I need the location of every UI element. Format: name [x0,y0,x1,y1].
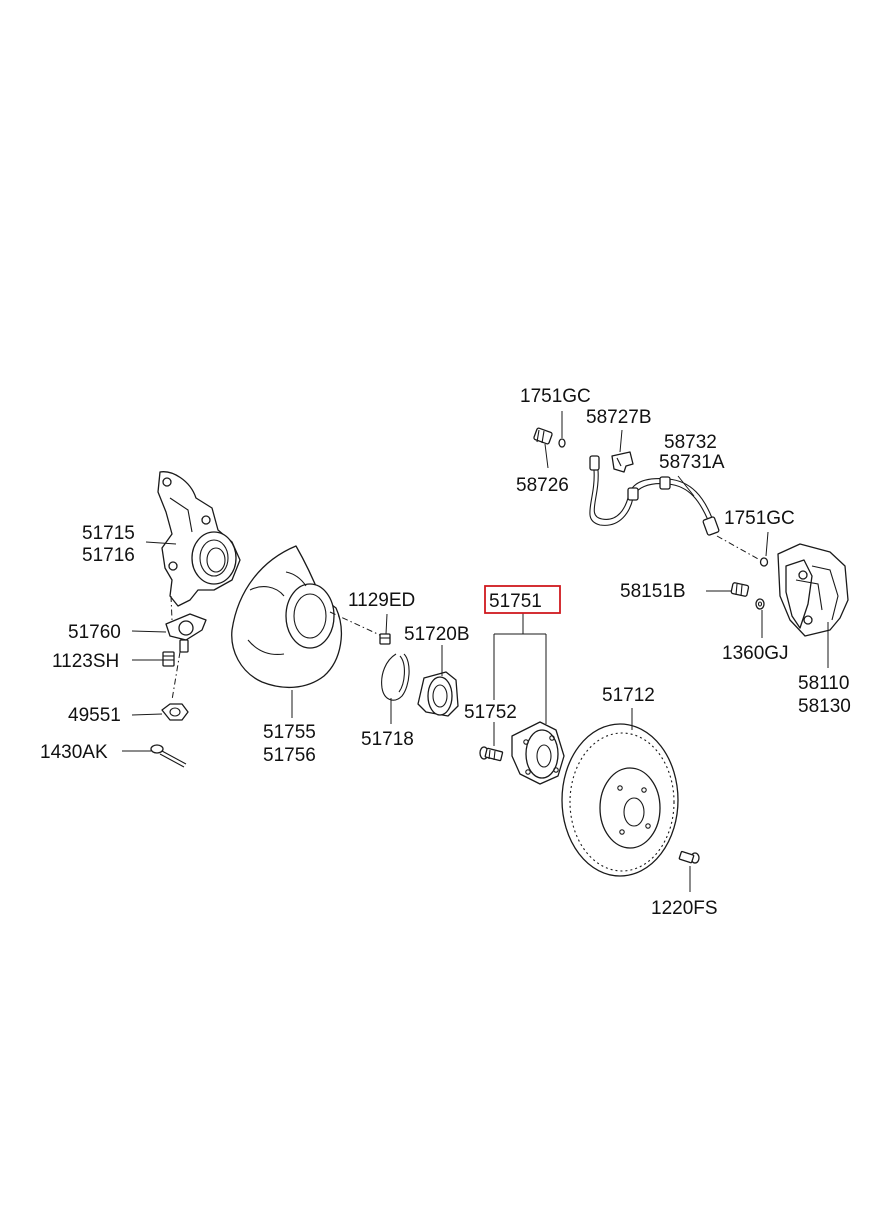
label-1123sh[interactable]: 1123SH [52,651,119,672]
label-49551[interactable]: 49551 [68,705,121,726]
label-58732[interactable]: 58732 [664,432,717,453]
leader-lines [122,411,829,892]
label-51756[interactable]: 51756 [263,745,316,766]
label-51760[interactable]: 51760 [68,622,121,643]
part-51751-wheel-hub[interactable] [511,721,565,785]
part-1751gc-washer-top[interactable] [558,438,566,448]
label-58726[interactable]: 58726 [516,475,569,496]
part-51760-ball-joint[interactable] [165,613,207,653]
part-58731a-brake-hose[interactable] [589,455,720,536]
part-58110-brake-caliper[interactable] [777,543,849,637]
brake-hose-assembly[interactable] [533,427,769,567]
part-1751gc-washer-right[interactable] [759,557,769,567]
part-51720b-wheel-bearing[interactable] [417,671,459,717]
label-1360gj[interactable]: 1360GJ [722,643,789,664]
label-1751gc-top[interactable]: 1751GC [520,386,591,407]
part-58726-bolt[interactable] [533,427,553,445]
label-51716[interactable]: 51716 [82,545,135,566]
label-51715[interactable]: 51715 [82,523,135,544]
part-51712-brake-disc[interactable] [561,723,679,877]
label-51718[interactable]: 51718 [361,729,414,750]
part-1360gj-bleeder[interactable] [755,598,765,610]
label-1129ed[interactable]: 1129ED [348,590,415,611]
label-51751[interactable]: 51751 [489,591,542,612]
part-51755-dust-cover[interactable] [231,545,342,689]
label-1430ak[interactable]: 1430AK [40,742,108,763]
label-58731a[interactable]: 58731A [659,452,725,473]
label-1220fs[interactable]: 1220FS [651,898,718,919]
label-51712[interactable]: 51712 [602,685,655,706]
label-58151b[interactable]: 58151B [620,581,686,602]
label-51720b[interactable]: 51720B [404,624,470,645]
part-1220fs-screw[interactable] [678,850,700,864]
part-51718-snap-ring[interactable] [381,653,410,701]
label-51752[interactable]: 51752 [464,702,517,723]
highlight-box-51751 [484,585,561,614]
part-49551-nut[interactable] [161,703,189,721]
label-58110[interactable]: 58110 [798,673,849,694]
label-1751gc-right[interactable]: 1751GC [724,508,795,529]
part-1129ed-bolt[interactable] [379,633,391,645]
part-1123sh-bolt[interactable] [162,651,175,667]
part-51715-steering-knuckle[interactable] [157,471,241,607]
part-51752-hub-bolt[interactable] [479,746,504,762]
part-58151b-bolt[interactable] [730,582,750,597]
part-58727b-clip[interactable] [611,451,634,473]
label-58727b[interactable]: 58727B [586,407,652,428]
part-1430ak-cotter-pin[interactable] [150,744,187,768]
label-58130[interactable]: 58130 [798,696,851,717]
label-51755[interactable]: 51755 [263,722,316,743]
